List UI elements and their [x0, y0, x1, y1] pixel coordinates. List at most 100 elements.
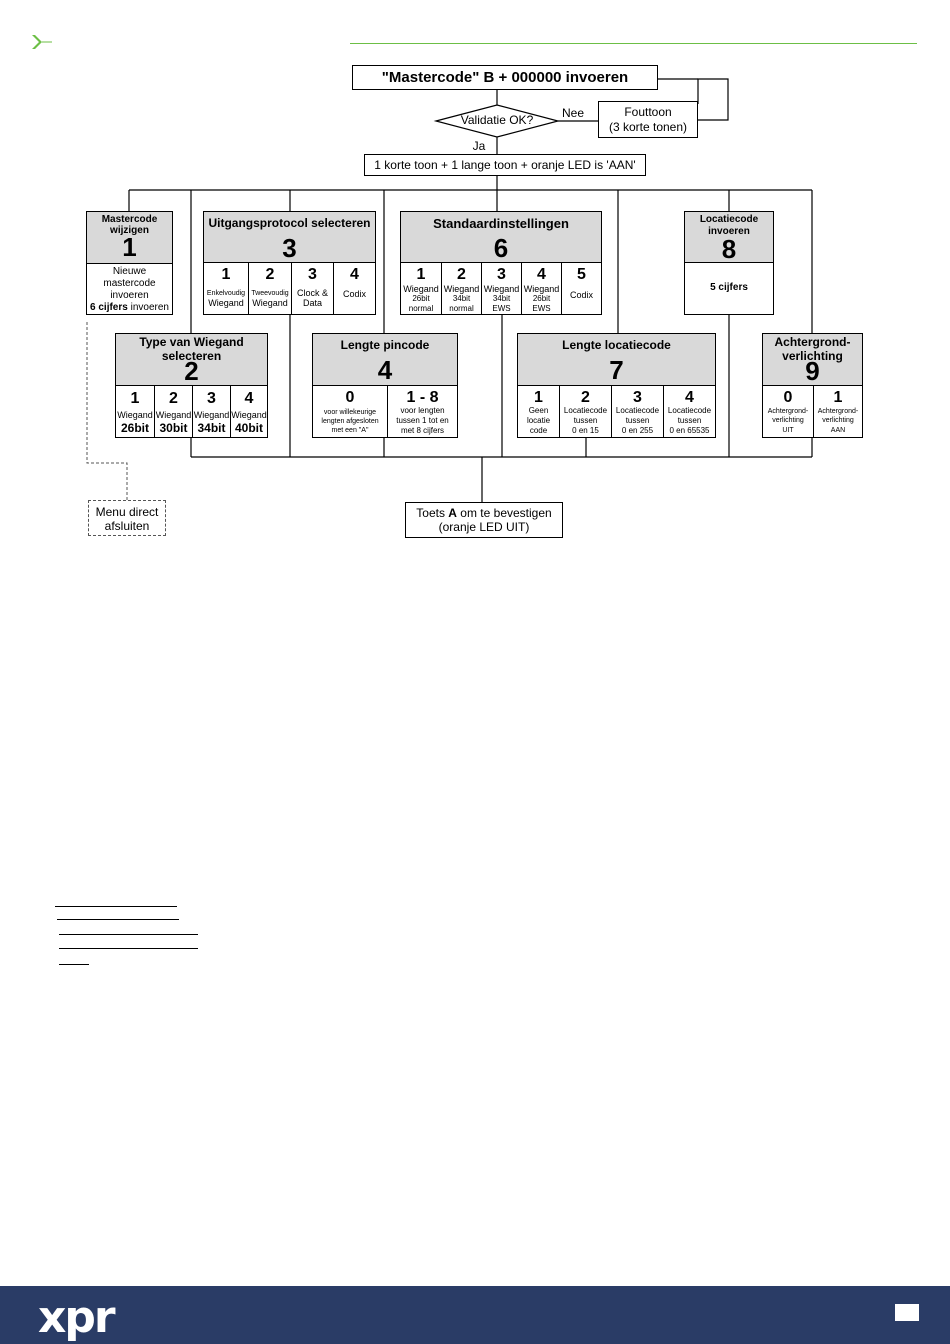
option-number: 4	[537, 266, 546, 283]
option-number: 3	[207, 390, 216, 407]
option-number: 2	[457, 266, 466, 283]
option-line1: Wiegand	[443, 284, 480, 294]
option-line2: tussen	[573, 416, 598, 425]
menu-1-body2: mastercode	[103, 278, 156, 289]
menu-3-option: 2 Tweevoudig Wiegand	[248, 263, 291, 314]
option-number: 2	[581, 389, 590, 406]
option-line2: tussen 1 tot en	[396, 416, 449, 425]
ack-text: 1 korte toon + 1 lange toon + oranje LED…	[374, 158, 636, 172]
underline-rule	[59, 964, 89, 965]
confirm-post: om te bevestigen	[456, 506, 552, 520]
menu-6-option: 1 Wiegand 26bit normal	[401, 263, 441, 314]
option-line2: 34bit	[492, 294, 511, 303]
option-line1: Wiegand	[483, 284, 520, 294]
option-line2: tussen	[677, 416, 702, 425]
option-line2: verlichting	[772, 417, 804, 424]
menu-2-number: 2	[184, 356, 199, 386]
option-number: 3	[497, 266, 506, 283]
option-line2: 26bit	[412, 294, 430, 303]
option-line3: 0 en 65535	[669, 426, 710, 435]
option-line1: Geen	[528, 406, 549, 415]
menu-4-title: Lengte pincode	[340, 338, 430, 352]
menu-2-header	[116, 334, 267, 386]
menu-1-title: Mastercode wijzigen	[101, 214, 158, 236]
confirm-key: A	[448, 506, 457, 520]
option-line2: 40bit	[234, 421, 263, 435]
option-line2: lengten afgesloten	[321, 418, 379, 425]
option-number: 3	[633, 389, 642, 406]
menu-4-option: 1 - 8 voor lengten tussen 1 tot en met 8…	[387, 386, 457, 437]
option-line1: Achtergrond-	[767, 408, 809, 415]
option-line1: Wiegand	[117, 410, 153, 420]
menu-6-option: 5 Codix	[561, 263, 601, 314]
option-line2: 26bit	[120, 421, 149, 435]
menu-6-option: 3 Wiegand 34bit EWS	[481, 263, 521, 314]
underline-rule	[57, 919, 179, 920]
confirm-pre: Toets	[416, 506, 449, 520]
option-number: 1	[416, 266, 426, 283]
menu-8-title2: invoeren	[708, 226, 750, 237]
menu-2-box: Type van Wiegand selecteren 2 1 Wiegand …	[115, 333, 268, 438]
menu-1-body4: 6 cijfers invoeren	[87, 302, 172, 314]
option-line3: UIT	[782, 427, 794, 434]
xpr-logo: xpr	[38, 1292, 116, 1343]
validation-no-label: Nee	[561, 106, 584, 120]
option-line1: voor willekeurige	[323, 409, 377, 416]
option-number: 4	[685, 389, 694, 406]
menu-8-title1: Locatiecode	[699, 214, 759, 225]
option-line2: Wiegand	[208, 298, 244, 308]
menu-1-header	[87, 212, 172, 264]
menu-7-box: Lengte locatiecode 7 1 Geen locatie code…	[517, 333, 716, 438]
menu-9-title2: verlichting	[782, 349, 843, 363]
menu-9-number: 9	[805, 356, 820, 386]
menu-8-header	[685, 212, 773, 263]
option-number: 1	[833, 389, 843, 406]
menu-2-option: 4 Wiegand 40bit	[230, 386, 267, 437]
menu-6-option: 4 Wiegand 26bit EWS	[521, 263, 561, 314]
error-tone-box: Fouttoon (3 korte tonen)	[598, 101, 698, 138]
menu-1-body3: invoeren	[110, 290, 149, 301]
option-number: 0	[783, 389, 793, 406]
ack-box: 1 korte toon + 1 lange toon + oranje LED…	[364, 154, 646, 176]
menu-4-number: 4	[377, 355, 393, 385]
menu-2-option: 2 Wiegand 30bit	[154, 386, 192, 437]
menu-2-title1: Type van Wiegand	[139, 335, 244, 349]
menu-8-box: Locatiecode invoeren 8 5 cijfers	[684, 211, 774, 315]
menu-2-title2: selecteren	[161, 349, 222, 363]
page-number-box	[895, 1304, 919, 1321]
menu-7-option: 2 Locatiecode tussen 0 en 15	[559, 386, 611, 437]
option-number: 2	[169, 390, 178, 407]
underline-rule	[59, 934, 198, 935]
option-number: 1 - 8	[406, 389, 439, 406]
menu-8-number: 8	[721, 234, 737, 264]
option-line1: Wiegand	[403, 284, 439, 294]
start-box: "Mastercode" B + 000000 invoeren	[352, 65, 658, 90]
menu-7-number: 7	[609, 355, 624, 385]
exit-line1: Menu direct	[95, 505, 159, 519]
option-line3: EWS	[532, 304, 551, 313]
option-line3: code	[529, 426, 548, 435]
menu-4-option: 0 voor willekeurige lengten afgesloten m…	[313, 386, 387, 437]
option-line2: Data	[302, 298, 322, 308]
menu-9-box: Achtergrond- verlichting 9 0 Achtergrond…	[762, 333, 863, 438]
option-line1: Enkelvoudig	[206, 290, 246, 297]
underline-rule	[55, 906, 177, 907]
menu-1-box: Mastercode wijzigen 1 Nieuwe mastercode …	[86, 211, 173, 315]
menu-3-option: 4 Codix	[333, 263, 375, 314]
menu-7-title: Lengte locatiecode	[562, 338, 671, 352]
menu-4-header	[313, 334, 457, 386]
confirm-box: Toets A om te bevestigen (oranje LED UIT…	[405, 502, 563, 538]
validation-yes-label: Ja	[472, 139, 486, 153]
menu-3-number: 3	[282, 233, 297, 263]
menu-7-option: 3 Locatiecode tussen 0 en 255	[611, 386, 663, 437]
option-number: 1	[130, 390, 140, 407]
option-number: 4	[350, 266, 359, 283]
chevron-right-icon	[32, 35, 52, 49]
option-line1: Wiegand	[523, 284, 560, 294]
option-number: 5	[577, 266, 586, 283]
option-line2: 26bit	[532, 294, 551, 303]
option-line3: AAN	[830, 427, 846, 434]
menu-2-option: 3 Wiegand 34bit	[192, 386, 230, 437]
flowchart-connectors	[86, 78, 813, 502]
option-line2: tussen	[625, 416, 650, 425]
